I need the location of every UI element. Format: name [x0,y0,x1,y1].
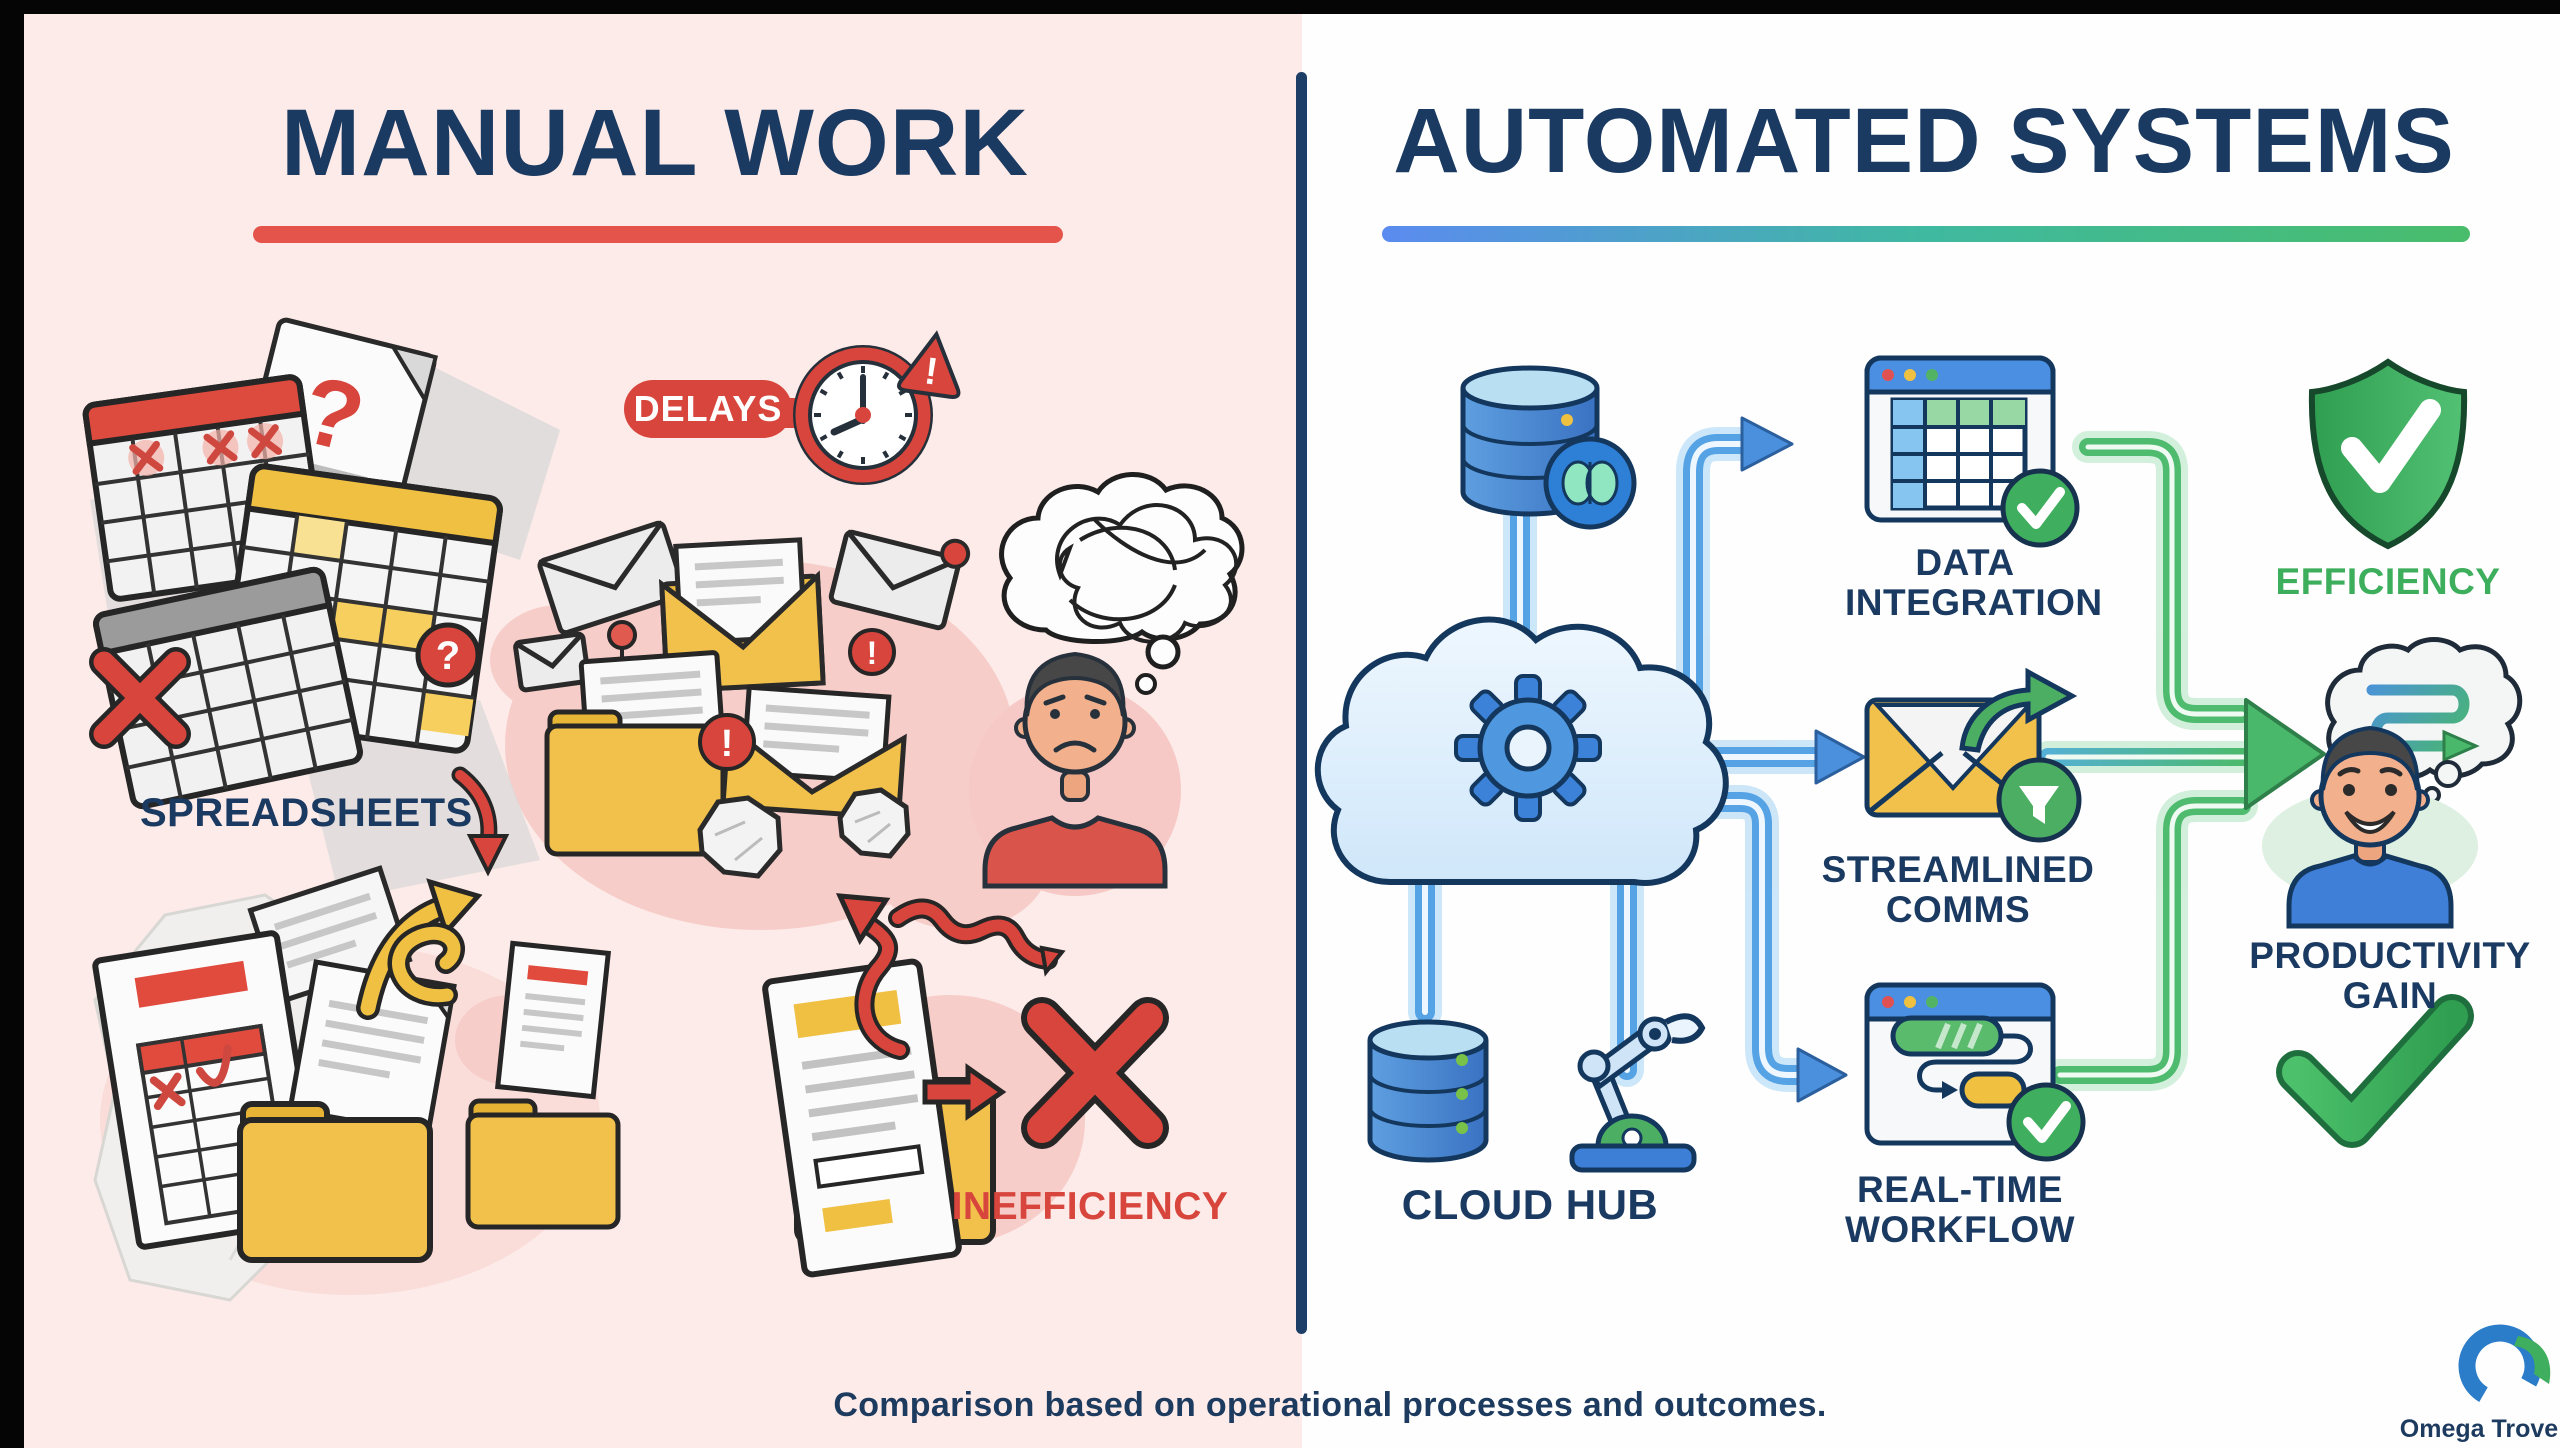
realtime-line1: REAL-TIME [1857,1169,2063,1210]
realtime-workflow-icon [1864,982,2086,1162]
omega-trove-logo [2458,1324,2551,1408]
streamlined-line1: STREAMLINED [1821,849,2095,890]
delays-badge: DELAYS [624,380,792,438]
top-black-bar [0,0,2560,14]
crumpled-paper-icon [697,787,911,879]
highlighted-document-icon [762,958,962,1278]
alert-triangle-icon: ! [897,330,961,400]
database-ai-icon [1460,365,1637,530]
data-integration-label: DATA INTEGRATION [1845,542,2103,623]
question-badge-icon: ? [415,622,481,688]
gear-icon [1454,674,1602,822]
arrowhead-icon [1796,1047,1848,1103]
manual-work-art: ? [82,317,1245,1302]
folder-icon [237,1101,433,1263]
manual-work-title: MANUAL WORK [280,90,1030,196]
red-loop-arrow-icon [835,893,910,1060]
red-x-small-icon [89,647,191,749]
red-arrow-right-icon [922,1063,1007,1121]
cloud-hub-label: CLOUD HUB [1401,1181,1659,1228]
left-black-bar [0,0,24,1448]
red-squiggle-arrow-icon [888,898,1066,977]
robot-arm-icon [1569,1013,1706,1173]
arrowhead-icon [1740,416,1794,472]
data-integration-line1: DATA [1915,542,2015,583]
open-envelope-icon [658,537,826,694]
error-x-marks [128,423,284,476]
tangled-thought-bubble-icon [999,472,1245,695]
spreadsheet-gray-icon [93,566,363,810]
envelope-clutter: ! ! [513,520,971,879]
productivity-gain-label: PRODUCTIVITY GAIN [2245,936,2535,1016]
big-green-check-icon [2276,994,2474,1148]
data-integration-icon [1864,355,2080,548]
automated-systems-underline [1382,226,2470,242]
folder-icon [465,1098,621,1230]
efficiency-shield-icon [2308,358,2468,550]
streamlined-comms-label: STREAMLINED COMMS [1808,850,2108,930]
exclamation-glyph: ! [721,723,734,765]
brand-name: Omega Trove [2399,1415,2559,1443]
automated-systems-title: AUTOMATED SYSTEMS [1393,90,2455,192]
automated-systems-art [1314,355,2523,1173]
cloud-gear-icon [1314,616,1729,886]
exclamation-glyph: ! [867,635,878,671]
messy-documents-cluster [92,865,621,1302]
inefficiency-cluster [762,893,1169,1278]
realtime-line2: WORKFLOW [1844,1208,2076,1250]
merge-arrowhead-icon [2244,698,2326,810]
cloud-hub-database-icon [1367,1019,1489,1163]
productivity-line2: GAIN [2342,974,2438,1016]
productivity-line1: PRODUCTIVITY [2249,935,2531,976]
panel-divider [1296,72,1307,1334]
streamlined-line2: COMMS [1885,888,2031,930]
inefficiency-label: INEFFICIENCY [951,1185,1229,1228]
check-badge-icon [2000,468,2080,548]
exclamation-glyph: ! [922,350,940,393]
happy-person-icon [2262,725,2478,929]
manual-work-underline [253,226,1063,243]
forward-arrow-icon [1959,667,2078,753]
brain-icon [1561,460,1619,506]
tangled-yellow-arrow-icon [356,878,483,1020]
arrowhead-icon [1814,729,1866,785]
footer-caption: Comparison based on operational processe… [833,1386,1827,1424]
big-red-x-icon [1021,997,1169,1149]
spreadsheets-label: SPREADSHEETS [140,791,473,835]
check-badge-icon [2006,1082,2086,1162]
stressed-person-icon [982,651,1168,889]
efficiency-label: EFFICIENCY [2275,561,2501,602]
green-pipes [2032,431,2326,1091]
question-glyph: ? [436,634,460,678]
realtime-workflow-label: REAL-TIME WORKFLOW [1830,1170,2090,1250]
red-curved-arrow-icon [451,766,510,877]
data-integration-line2: INTEGRATION [1845,581,2103,623]
exclamation-badge-icon: ! ! [698,628,896,771]
folder-icon [544,709,726,857]
streamlined-comms-icon [1864,667,2082,843]
